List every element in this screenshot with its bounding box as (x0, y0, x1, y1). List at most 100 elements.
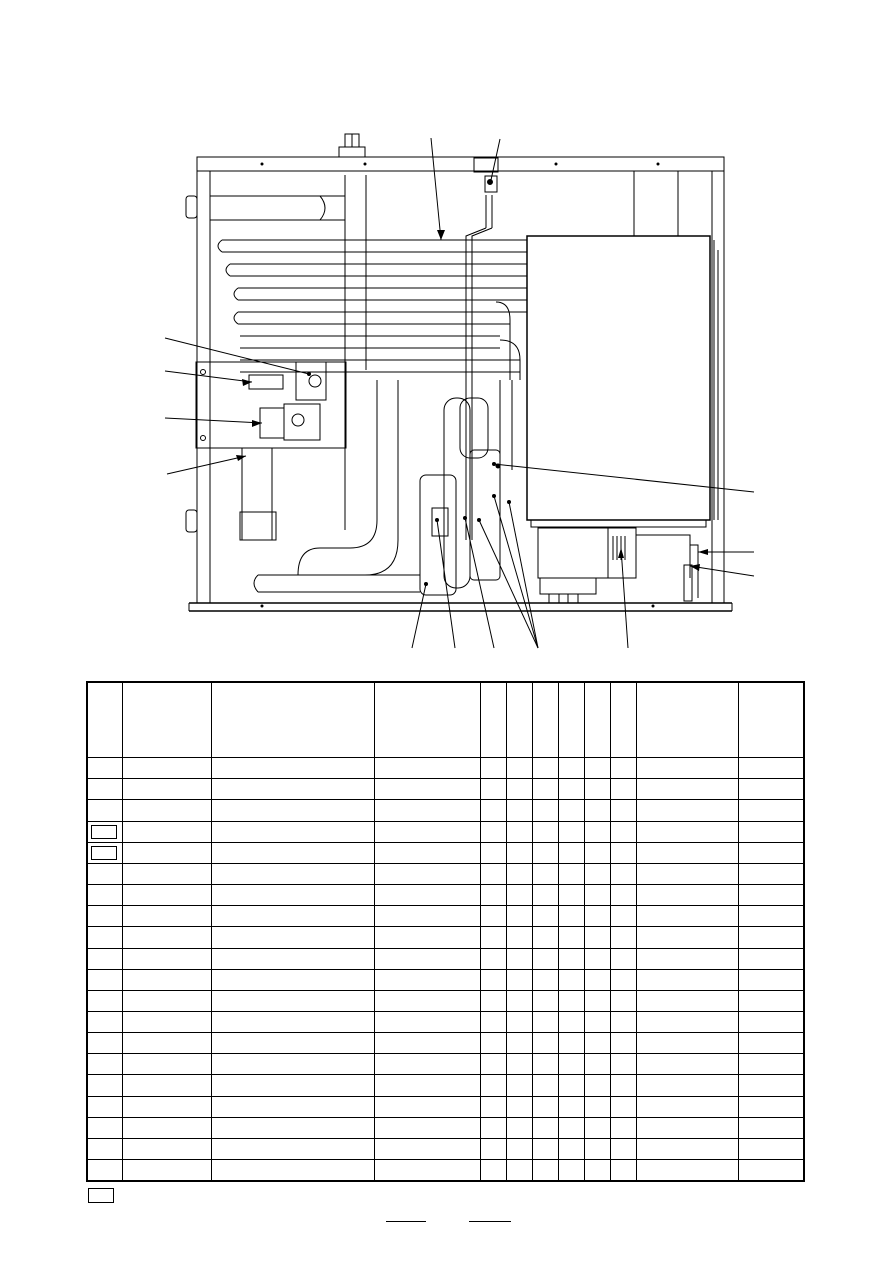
table-cell (479, 1116, 507, 1139)
table-cell (373, 968, 481, 991)
table-row (86, 1032, 805, 1055)
table-cell (531, 1074, 559, 1097)
table-cell (531, 989, 559, 1012)
table-cell (737, 757, 805, 780)
table-cell (505, 841, 533, 864)
table-cell (557, 968, 585, 991)
table-cell (121, 1053, 212, 1076)
table-cell (479, 820, 507, 843)
table-cell (505, 862, 533, 886)
table-cell (531, 757, 559, 780)
table-cell (86, 968, 123, 991)
table-cell (737, 989, 805, 1012)
table-cell (505, 989, 533, 1012)
table-cell (737, 1159, 805, 1182)
table-cell (583, 989, 611, 1012)
table-cell (583, 947, 611, 970)
table-cell (210, 947, 375, 970)
table-cell (210, 1053, 375, 1076)
table-cell (609, 926, 637, 949)
table-cell (479, 841, 507, 864)
table-cell (210, 799, 375, 822)
table-cell (609, 1137, 637, 1161)
legend-marker-box (88, 1188, 114, 1203)
table-cell (479, 1074, 507, 1097)
table-cell (210, 1032, 375, 1055)
table-row (86, 905, 805, 928)
table-row (86, 841, 805, 864)
parts-list-table (86, 681, 805, 1182)
table-cell (635, 926, 739, 949)
table-cell (479, 1137, 507, 1161)
table-cell (737, 799, 805, 822)
table-cell (505, 1032, 533, 1055)
table-cell (583, 1137, 611, 1161)
table-header-cell (609, 681, 637, 759)
table-cell (583, 1159, 611, 1182)
table-cell (373, 820, 481, 843)
bottom-pipe (253, 574, 420, 593)
compressor-base (537, 527, 699, 604)
table-cell (583, 757, 611, 780)
table-cell (373, 841, 481, 864)
table-row (86, 1137, 805, 1161)
tube-bundle (210, 195, 527, 373)
table-cell (583, 841, 611, 864)
condenser-box (526, 235, 719, 528)
table-header-cell (737, 681, 805, 759)
footer-underline-right (469, 1221, 511, 1222)
table-cell (737, 884, 805, 907)
table-row (86, 862, 805, 886)
table-cell (121, 1137, 212, 1161)
table-cell (583, 1010, 611, 1034)
table-cell (557, 1010, 585, 1034)
table-cell (505, 905, 533, 928)
table-cell (557, 862, 585, 886)
table-cell (86, 757, 123, 780)
leader-dots (307, 372, 511, 586)
table-cell (531, 1010, 559, 1034)
table-cell (479, 1053, 507, 1076)
table-cell (505, 926, 533, 949)
table-cell (583, 905, 611, 928)
table-cell (583, 1095, 611, 1118)
table-cell (609, 905, 637, 928)
table-cell (557, 947, 585, 970)
table-row (86, 820, 805, 843)
table-cell (557, 1095, 585, 1118)
table-cell (479, 947, 507, 970)
table-row (86, 1053, 805, 1076)
table-cell (86, 1137, 123, 1161)
table-cell (583, 884, 611, 907)
table-cell (121, 905, 212, 928)
table-cell (121, 757, 212, 780)
table-cell (635, 1053, 739, 1076)
table-cell (737, 905, 805, 928)
table-cell (86, 1010, 123, 1034)
table-cell (531, 820, 559, 843)
table-cell (737, 1074, 805, 1097)
table-cell (505, 1010, 533, 1034)
table-cell (86, 1053, 123, 1076)
table-cell (121, 989, 212, 1012)
table-cell (635, 1137, 739, 1161)
table-cell (583, 1074, 611, 1097)
table-cell (86, 884, 123, 907)
table-header-cell (505, 681, 533, 759)
table-header-cell (479, 681, 507, 759)
table-cell (531, 926, 559, 949)
table-cell (609, 989, 637, 1012)
table-cell (121, 947, 212, 970)
table-cell (737, 947, 805, 970)
table-cell (373, 1137, 481, 1161)
table-cell (373, 1095, 481, 1118)
table-cell (121, 884, 212, 907)
table-cell (609, 862, 637, 886)
table-cell (121, 841, 212, 864)
table-cell (86, 820, 123, 843)
table-cell (210, 968, 375, 991)
table-cell (557, 1116, 585, 1139)
table-cell (609, 884, 637, 907)
table-row (86, 1010, 805, 1034)
table-cell (479, 862, 507, 886)
